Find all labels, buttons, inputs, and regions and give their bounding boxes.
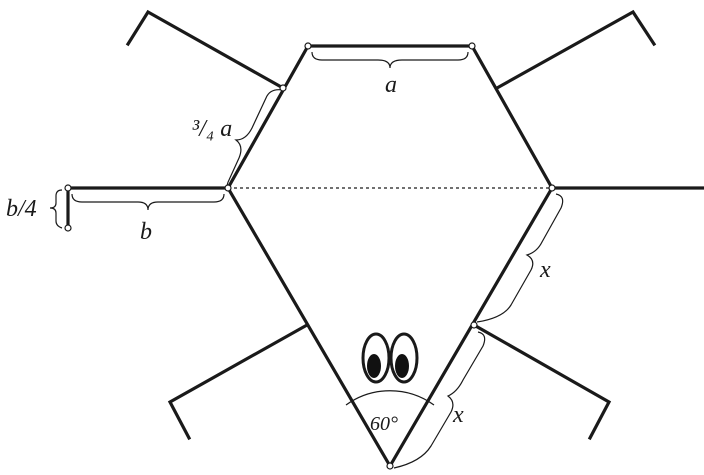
brace-upper-left [226,89,284,189]
vertices [64,42,556,470]
vertex-stub-top [64,184,72,192]
vertex-stub-bottom [64,224,72,232]
brace-right-lower-x [393,331,486,469]
left-pupil [367,354,381,378]
leg-upper-left [125,9,286,91]
label-left-stub: b/4 [6,196,37,222]
leg-lower-right [471,322,612,441]
brace-left-arm-b [71,193,225,211]
brace-top-a [311,51,469,69]
label-upper-left-edge: ³/₄ a [192,116,232,142]
leg-lower-left [167,322,310,441]
label-bottom-angle: 60° [370,413,398,435]
vertex-bottom [386,462,394,470]
vertex-left [224,184,232,192]
label-top-edge: a [385,72,397,98]
right-pupil [395,354,409,378]
vertex-lower-right-leg [470,321,478,329]
leg-upper-right [494,9,657,91]
label-left-arm: b [140,219,152,245]
label-right-upper-x: x [539,257,551,283]
eyes [361,332,419,384]
angle-arc [345,390,435,406]
vertex-top-left [304,42,312,50]
vertex-right [548,184,556,192]
brace-left-stub [49,189,63,229]
brace-right-upper-x [476,193,564,323]
label-right-lower-x: x [452,402,464,428]
vertex-upper-left-leg [279,84,287,92]
body-outline [226,44,554,470]
vertex-top-right [468,42,476,50]
braces [49,51,564,469]
